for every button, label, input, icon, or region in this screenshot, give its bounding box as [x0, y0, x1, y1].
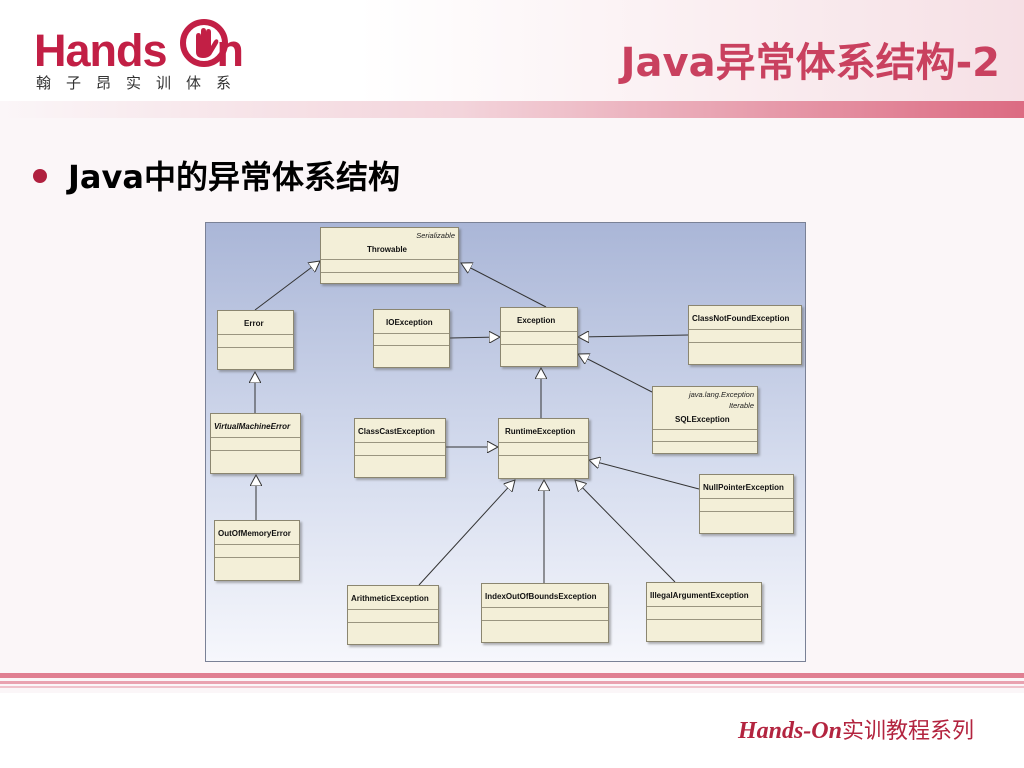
footer-divider — [0, 673, 1024, 693]
class-arithmeticexception: ArithmeticException — [347, 585, 439, 645]
hand-logo-icon — [180, 19, 228, 67]
logo-subtitle: 翰子昂实训体系 — [36, 74, 247, 92]
footer-brand: Hands-On实训教程系列 — [738, 713, 974, 745]
class-error: Error — [217, 310, 294, 370]
edge-sqlexception-exception — [578, 354, 653, 393]
class-sqlexception: java.lang.Exception Iterable SQLExceptio… — [652, 386, 758, 454]
class-runtimeexception: RuntimeException — [498, 418, 589, 479]
edge-error-throwable — [254, 261, 320, 311]
edge-exception-throwable — [461, 263, 547, 308]
edge-nullpointer-runtime — [589, 460, 700, 490]
class-classcastexception: ClassCastException — [354, 418, 446, 478]
class-illegalargumentexception: IllegalArgumentException — [646, 582, 762, 642]
bullet-text: Java中的异常体系结构 — [68, 158, 400, 196]
class-outofmemoryerror: OutOfMemoryError — [214, 520, 300, 581]
uml-class-diagram: Serializable Throwable Error IOException… — [205, 222, 806, 662]
class-classnotfoundexception: ClassNotFoundException — [688, 305, 802, 365]
class-ioexception: IOException — [373, 309, 450, 368]
bullet-dot — [33, 169, 47, 183]
class-nullpointerexception: NullPointerException — [699, 474, 794, 534]
class-indexoutofboundsexception: IndexOutOfBoundsException — [481, 583, 609, 643]
header-band — [0, 0, 1024, 118]
footer-brand-name: Hands-On — [737, 718, 842, 744]
edge-classnotfound-exception — [578, 335, 689, 337]
edge-illegalargument-runtime — [575, 480, 676, 583]
header-stripe — [0, 101, 1024, 118]
footer-series: 实训教程系列 — [841, 719, 974, 744]
edge-arithmetic-runtime — [418, 480, 515, 586]
uml-connectors — [206, 223, 700, 586]
class-virtualmachineerror: VirtualMachineError — [210, 413, 301, 474]
class-throwable: Serializable Throwable — [320, 227, 459, 284]
edge-ioexception-exception — [449, 337, 500, 338]
slide-title: Java异常体系结构-2 — [620, 40, 1000, 86]
footer-band — [0, 693, 1024, 768]
class-exception: Exception — [500, 307, 578, 367]
